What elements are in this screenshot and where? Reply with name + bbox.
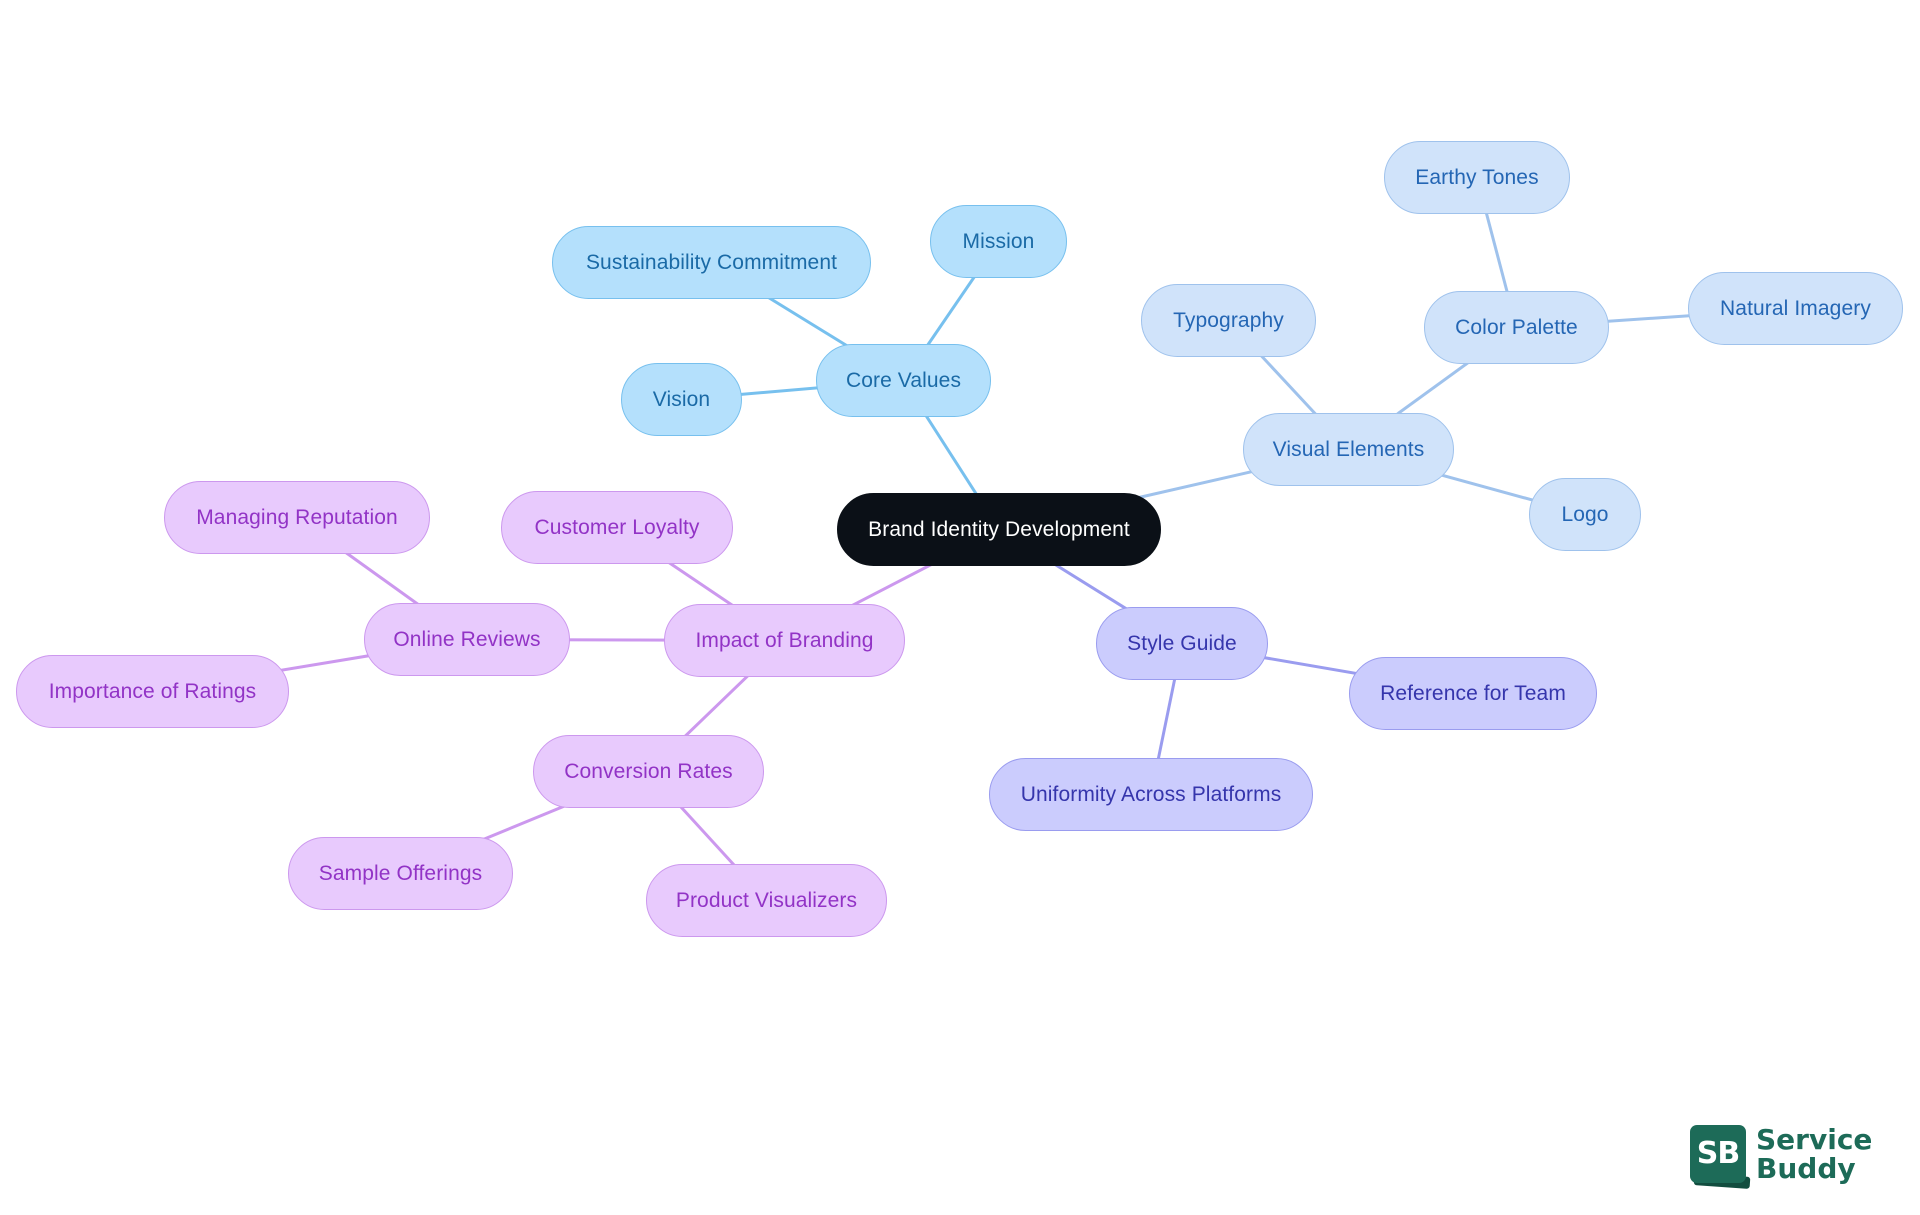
logo-word-buddy: Buddy [1756, 1152, 1856, 1185]
node-online-reviews: Online Reviews [364, 603, 570, 676]
node-earthy-tones: Earthy Tones [1384, 141, 1570, 214]
node-conversion-rates: Conversion Rates [533, 735, 764, 808]
service-buddy-logo: SB Service Buddy [1690, 1123, 1880, 1191]
node-style-guide: Style Guide [1096, 607, 1268, 680]
node-color-palette: Color Palette [1424, 291, 1609, 364]
node-sustainability-commitment: Sustainability Commitment [552, 226, 871, 299]
logo-wordmark: Service Buddy [1756, 1125, 1872, 1183]
node-managing-reputation: Managing Reputation [164, 481, 430, 554]
node-sample-offerings: Sample Offerings [288, 837, 513, 910]
node-mission: Mission [930, 205, 1067, 278]
logo-word-service: Service [1756, 1123, 1873, 1156]
node-vision: Vision [621, 363, 742, 436]
node-uniformity-across-platforms: Uniformity Across Platforms [989, 758, 1313, 831]
node-reference-for-team: Reference for Team [1349, 657, 1597, 730]
node-product-visualizers: Product Visualizers [646, 864, 887, 937]
node-visual-elements: Visual Elements [1243, 413, 1454, 486]
node-impact-of-branding: Impact of Branding [664, 604, 905, 677]
node-logo: Logo [1529, 478, 1641, 551]
node-customer-loyalty: Customer Loyalty [501, 491, 733, 564]
node-core-values: Core Values [816, 344, 991, 417]
logo-mark-text: SB [1696, 1135, 1740, 1171]
node-typography: Typography [1141, 284, 1316, 357]
node-brand-identity-development: Brand Identity Development [837, 493, 1161, 566]
node-natural-imagery: Natural Imagery [1688, 272, 1903, 345]
node-importance-of-ratings: Importance of Ratings [16, 655, 289, 728]
sb-badge-icon: SB [1690, 1125, 1751, 1189]
